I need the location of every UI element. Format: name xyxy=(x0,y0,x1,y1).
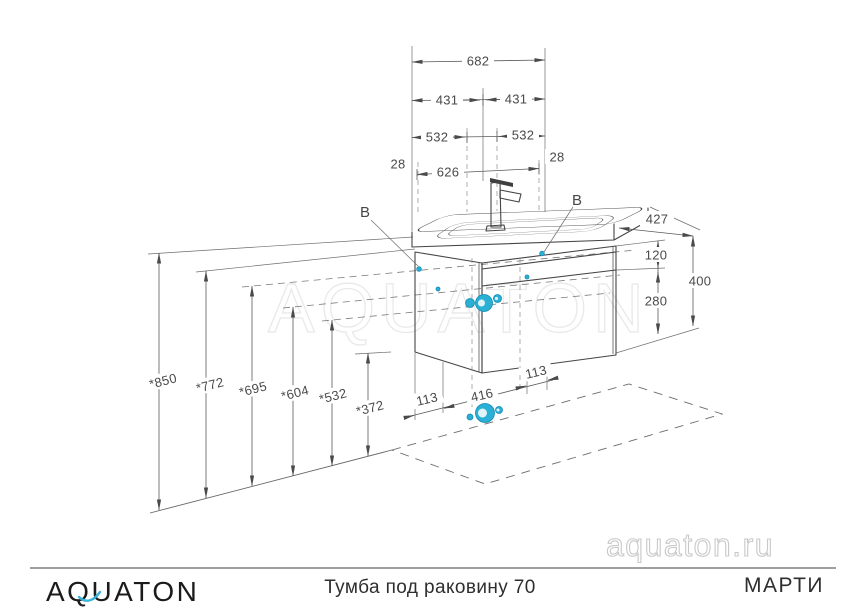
label-28-left: 28 xyxy=(390,157,405,172)
height-label-604: *604 xyxy=(272,380,318,405)
top-rail-line xyxy=(481,251,617,270)
label-416: 416 xyxy=(464,383,500,406)
label-682: 682 xyxy=(467,54,490,69)
right-dimensions: 427 120 280 400 xyxy=(615,206,717,354)
label-427: 427 xyxy=(646,212,669,227)
hidden-line-532 xyxy=(321,292,611,322)
label-120: 120 xyxy=(645,248,668,263)
tick-372 xyxy=(354,351,392,355)
hidden-line-604 xyxy=(282,274,621,309)
top-dimensions: 682 431 431 532 532 28 626 28 xyxy=(386,46,569,231)
callouts: B B xyxy=(360,192,582,423)
footer: AQUATON Тумба под раковину 70 МАРТИ xyxy=(30,567,836,607)
leader-b-left xyxy=(370,219,419,267)
height-label-772: *772 xyxy=(187,372,233,397)
height-label-695: *695 xyxy=(230,376,276,401)
cabinet-front xyxy=(481,245,617,374)
svg-text:*372: *372 xyxy=(355,397,386,418)
label-626: 626 xyxy=(437,165,460,180)
label-113-right: 113 xyxy=(518,360,554,383)
wall-line-772 xyxy=(195,248,416,273)
hidden-line-695 xyxy=(241,249,637,288)
label-431-right: 431 xyxy=(505,92,528,107)
label-431-left: 431 xyxy=(436,93,459,108)
svg-text:*850: *850 xyxy=(148,370,179,391)
faucet-lever xyxy=(490,178,513,187)
svg-text:113: 113 xyxy=(524,362,548,381)
height-label-850: *850 xyxy=(140,368,186,393)
height-label-372: *372 xyxy=(347,395,393,420)
basin-apron xyxy=(411,223,615,248)
label-532-left: 532 xyxy=(426,130,449,145)
faucet xyxy=(485,178,522,232)
site-watermark: aquaton.ru xyxy=(606,527,774,563)
height-dimensions: *850 *772 *695 *604 *532 *372 xyxy=(140,252,393,511)
svg-text:*772: *772 xyxy=(195,374,226,395)
basin-rim xyxy=(437,215,614,239)
floor-line xyxy=(149,449,393,514)
height-label-532: *532 xyxy=(310,383,356,408)
basin-top-outline xyxy=(417,207,643,232)
model-name: МАРТИ xyxy=(744,574,824,597)
floor-footprint-dashed xyxy=(390,383,724,485)
faucet-body xyxy=(490,181,502,228)
label-400: 400 xyxy=(689,274,712,289)
faucet-spout xyxy=(499,189,522,203)
faucet-base xyxy=(485,224,506,232)
svg-text:*604: *604 xyxy=(280,382,311,403)
mounting-dots xyxy=(416,250,545,423)
svg-text:*695: *695 xyxy=(238,378,269,399)
label-113-left: 113 xyxy=(409,387,445,410)
brand-logo: AQUATON xyxy=(46,576,199,607)
svg-text:416: 416 xyxy=(469,385,494,405)
svg-text:113: 113 xyxy=(415,389,439,408)
label-532-right: 532 xyxy=(512,128,535,143)
bottom-dimensions: 113 416 113 xyxy=(403,353,559,420)
leader-b-right xyxy=(543,206,574,253)
reference-lines xyxy=(147,236,724,514)
brand-logo-swoosh xyxy=(77,590,102,602)
drawer-top-line xyxy=(481,269,617,287)
dim-427 xyxy=(618,227,694,237)
callout-b-right: B xyxy=(572,192,582,209)
cabinet xyxy=(414,245,617,410)
product-title: Тумба под раковину 70 xyxy=(324,577,536,598)
label-28-right: 28 xyxy=(549,150,564,165)
label-280: 280 xyxy=(645,294,668,309)
wall-line-850 xyxy=(147,236,414,255)
svg-text:*532: *532 xyxy=(318,385,349,406)
callout-b-left: B xyxy=(360,204,370,221)
